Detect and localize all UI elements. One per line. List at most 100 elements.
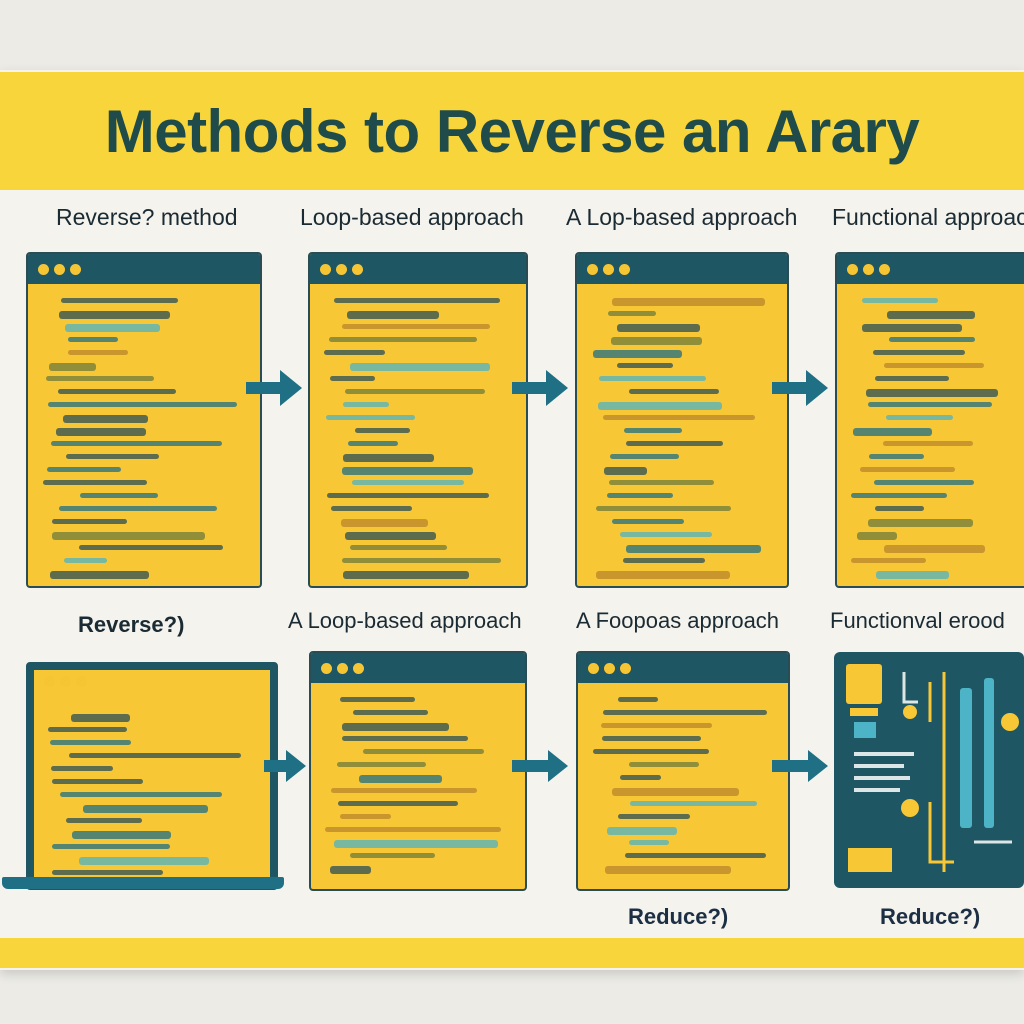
window-titlebar — [34, 670, 270, 694]
code-line — [618, 814, 690, 819]
window-dot-icon — [603, 264, 614, 275]
code-line — [620, 532, 712, 537]
code-line — [889, 337, 975, 342]
code-line — [61, 298, 178, 303]
code-line — [866, 389, 998, 397]
code-lines — [310, 284, 526, 586]
label-reverse: Reverse?) — [78, 612, 185, 637]
arrow-right-icon — [246, 370, 302, 406]
code-line — [48, 402, 237, 407]
code-line — [617, 324, 700, 332]
code-line — [873, 350, 965, 355]
code-line — [72, 831, 171, 839]
code-line — [50, 740, 131, 745]
code-line — [605, 866, 731, 874]
code-line — [869, 454, 924, 459]
code-line — [48, 727, 127, 732]
title-banner: Methods to Reverse an Arary — [0, 72, 1024, 190]
arrow-right-icon — [512, 370, 568, 406]
code-line — [624, 428, 682, 433]
code-line — [329, 337, 477, 342]
code-line — [875, 506, 924, 511]
code-line — [363, 749, 484, 754]
arrow-right-icon — [772, 750, 828, 782]
code-line — [331, 788, 477, 793]
window-dot-icon — [353, 663, 364, 674]
code-line — [71, 714, 130, 722]
code-line — [79, 545, 223, 550]
code-line — [60, 792, 222, 797]
code-line — [68, 350, 128, 355]
window-dot-icon — [337, 663, 348, 674]
code-line — [629, 840, 669, 845]
code-line — [593, 749, 709, 754]
code-line — [347, 311, 439, 319]
code-line — [353, 710, 428, 715]
code-line — [607, 827, 677, 835]
circuit-board-icon — [834, 652, 1024, 888]
label-functional-erood: Functionval erood — [830, 608, 1005, 633]
code-line — [620, 775, 661, 780]
window-dot-icon — [60, 676, 71, 687]
code-line — [340, 697, 415, 702]
code-line — [875, 376, 949, 381]
window-dot-icon — [620, 663, 631, 674]
code-line — [603, 415, 755, 420]
code-line — [69, 753, 241, 758]
code-line — [612, 298, 765, 306]
code-line — [342, 736, 468, 741]
code-line — [604, 467, 647, 475]
window-dot-icon — [604, 663, 615, 674]
code-line — [886, 415, 953, 420]
window-dot-icon — [54, 264, 65, 275]
laptop-screen — [26, 662, 278, 890]
code-line — [611, 337, 702, 345]
window-titlebar — [577, 254, 787, 284]
window-dot-icon — [619, 264, 630, 275]
code-line — [327, 493, 489, 498]
code-line — [47, 467, 121, 472]
code-line — [602, 736, 701, 741]
code-line — [355, 428, 410, 433]
code-line — [56, 428, 146, 436]
code-line — [342, 723, 449, 731]
code-line — [626, 441, 723, 446]
code-line — [51, 441, 222, 446]
code-line — [340, 814, 391, 819]
code-window — [309, 651, 527, 891]
code-line — [593, 350, 682, 358]
window-dot-icon — [70, 264, 81, 275]
code-line — [63, 415, 148, 423]
code-line — [330, 376, 375, 381]
code-line — [52, 779, 143, 784]
arrow-right-icon — [512, 750, 568, 782]
window-dot-icon — [863, 264, 874, 275]
code-line — [607, 493, 673, 498]
label-foopoas-approach: A Foopoas approach — [576, 608, 780, 633]
arrow-right-icon — [264, 750, 306, 782]
code-line — [343, 402, 389, 407]
label-reverse-method: Reverse? method — [56, 204, 238, 230]
code-line — [345, 532, 436, 540]
code-line — [630, 801, 757, 806]
code-line — [343, 571, 469, 579]
window-dot-icon — [879, 264, 890, 275]
code-line — [609, 480, 714, 485]
window-dot-icon — [588, 663, 599, 674]
code-line — [66, 454, 159, 459]
code-line — [883, 441, 973, 446]
laptop-icon — [2, 877, 284, 889]
code-line — [596, 571, 730, 579]
code-line — [617, 363, 673, 368]
code-line — [337, 762, 426, 767]
window-dot-icon — [847, 264, 858, 275]
code-line — [83, 805, 208, 813]
window-dot-icon — [352, 264, 363, 275]
code-line — [884, 363, 984, 368]
code-line — [608, 311, 656, 316]
code-line — [66, 818, 142, 823]
code-line — [348, 441, 398, 446]
code-line — [79, 857, 209, 865]
code-line — [612, 519, 684, 524]
label-reduce-2: Reduce?) — [880, 904, 981, 929]
